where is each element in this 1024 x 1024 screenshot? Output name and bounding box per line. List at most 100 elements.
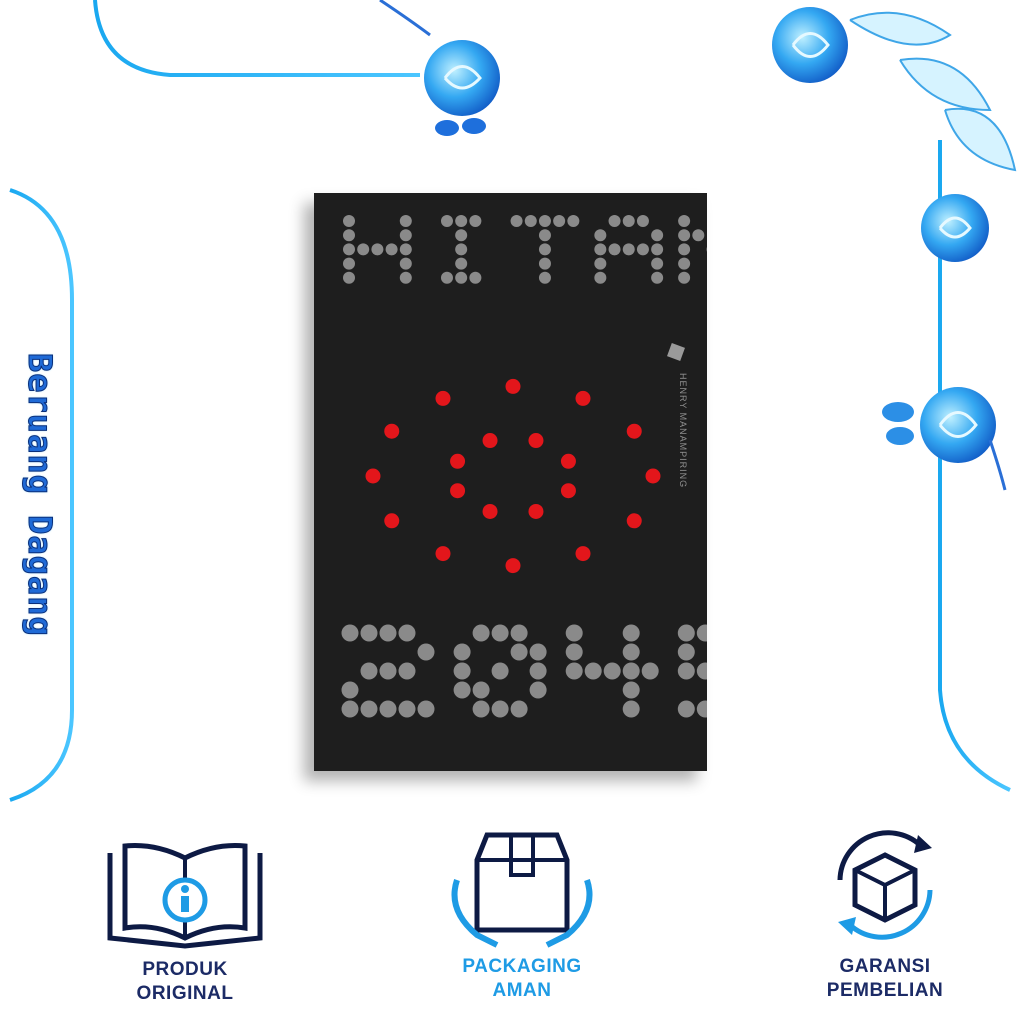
cover-dot — [343, 257, 355, 270]
cover-dot — [565, 662, 583, 680]
cover-dot — [594, 257, 607, 270]
cover-red-dot — [626, 423, 642, 439]
cover-dot — [678, 215, 691, 227]
cover-dot — [360, 624, 378, 642]
cover-year-dot-digits — [341, 624, 707, 718]
cover-dot — [594, 243, 607, 256]
cover-dot — [453, 681, 471, 699]
cover-dot — [622, 624, 640, 642]
cover-dot — [399, 215, 412, 227]
cover-dot — [472, 681, 490, 699]
cover-dot — [417, 643, 435, 661]
cover-red-dot — [528, 503, 544, 519]
cover-dot — [678, 243, 691, 256]
cover-dot — [529, 681, 547, 699]
cover-dot — [379, 624, 397, 642]
cover-dot — [469, 215, 482, 227]
cover-dot — [538, 243, 551, 256]
rose-ornament-right — [882, 387, 1007, 491]
feature-label-line1: GARANSI — [839, 956, 931, 977]
cover-dot — [651, 257, 664, 270]
cover-dot — [343, 229, 355, 242]
cover-dot — [677, 643, 695, 661]
store-name-vertical: Beruang Dagang — [0, 320, 80, 670]
cover-dot — [491, 662, 509, 680]
cover-dot — [538, 229, 551, 242]
cover-dot — [677, 662, 695, 680]
cover-dot — [622, 643, 640, 661]
cover-dot — [510, 700, 528, 718]
open-book-info-icon — [107, 843, 263, 949]
book-cover-image: HENRY MANAMPIRING — [314, 193, 707, 771]
cover-dot — [538, 215, 551, 227]
cover-dot — [379, 700, 397, 718]
cover-dot — [529, 643, 547, 661]
cover-dot — [379, 662, 397, 680]
package-hands-icon — [451, 832, 593, 948]
cover-red-dot — [482, 503, 498, 519]
cover-dot — [453, 643, 471, 661]
cover-dot — [678, 257, 691, 270]
cover-dot — [622, 700, 640, 718]
rose-ornament-top-right — [772, 7, 1017, 262]
cover-dot — [553, 215, 566, 227]
cover-dot — [651, 271, 664, 284]
cover-dot — [565, 643, 583, 661]
feature-garansi-pembelian: GARANSI PEMBELIAN — [800, 820, 970, 1003]
cover-red-dot — [450, 453, 466, 469]
cover-dot — [341, 700, 359, 718]
cover-dot — [469, 271, 482, 284]
cover-dot — [398, 624, 416, 642]
cover-red-dot — [365, 468, 381, 484]
cover-red-dot — [384, 513, 400, 529]
cover-dot — [343, 243, 355, 256]
cover-dot — [678, 271, 691, 284]
cover-dot — [636, 215, 649, 227]
cover-dot — [622, 215, 635, 227]
cover-dot — [651, 229, 664, 242]
cover-dot — [608, 215, 621, 227]
cover-dot — [696, 662, 707, 680]
cover-dot — [696, 624, 707, 642]
rose-ornament-top — [379, 0, 500, 136]
cover-dot — [651, 243, 664, 256]
feature-label-line2: PEMBELIAN — [826, 980, 944, 1001]
feature-label-line2: AMAN — [492, 980, 552, 1001]
cover-red-dot — [505, 378, 521, 394]
cover-red-dot — [482, 433, 498, 449]
publisher-logo-icon — [667, 343, 685, 361]
cover-red-dot — [528, 433, 544, 449]
cover-red-dot — [645, 468, 661, 484]
feature-label-line1: PRODUK — [142, 959, 228, 980]
cover-red-dot — [450, 483, 466, 499]
cover-dot — [357, 243, 370, 256]
cover-dot — [455, 229, 468, 242]
cover-dot — [584, 662, 602, 680]
cover-dot — [692, 229, 705, 242]
cover-dot — [622, 662, 640, 680]
cover-red-dot — [560, 453, 576, 469]
cover-dot — [455, 257, 468, 270]
cover-red-dot — [505, 558, 521, 574]
store-name: Beruang Dagang — [21, 353, 60, 638]
feature-label-line2: ORIGINAL — [136, 983, 234, 1004]
cover-dot — [529, 662, 547, 680]
box-exchange-icon — [837, 830, 933, 940]
cover-dot — [399, 229, 412, 242]
cover-dot — [567, 215, 580, 227]
cover-dot — [371, 243, 384, 256]
cover-dot — [343, 271, 355, 284]
cover-dot — [622, 681, 640, 699]
feature-label-line1: PACKAGING — [462, 956, 582, 977]
cover-dot — [696, 700, 707, 718]
cover-red-dot — [575, 390, 591, 406]
cover-dot — [399, 271, 412, 284]
cover-dot — [472, 624, 490, 642]
cover-dot — [608, 243, 621, 256]
cover-red-dot — [560, 483, 576, 499]
cover-dot — [510, 215, 523, 227]
book-cover-art: HENRY MANAMPIRING — [341, 215, 707, 718]
cover-dot — [343, 215, 355, 227]
cover-red-dot-circle — [365, 378, 661, 574]
